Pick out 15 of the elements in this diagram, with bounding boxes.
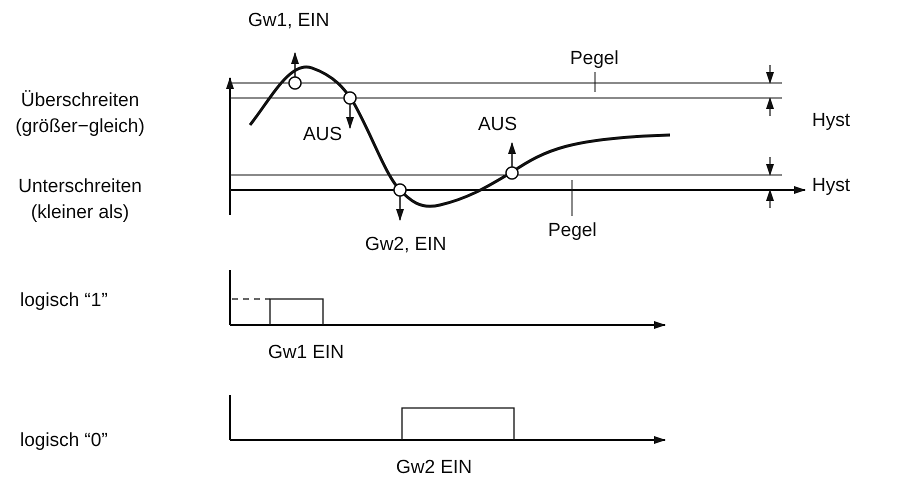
state-label: AUS [303, 123, 342, 147]
state-label: AUS [478, 113, 518, 137]
level-label: Pegel [548, 218, 597, 244]
condition-label: Überschreiten (größer−gleich) [14, 89, 146, 139]
hysteresis-label: Hyst [812, 109, 850, 133]
hysteresis-label: Hyst [812, 174, 850, 198]
leader-line [594, 72, 596, 92]
logic-level-label: logisch “1” [20, 289, 108, 313]
level-label: Pegel [570, 46, 619, 72]
output-label: Gw2 EIN [396, 456, 472, 480]
threshold-label: Gw2, EIN [365, 233, 446, 257]
threshold-label: Gw1, EIN [248, 9, 330, 33]
logic-level-label: logisch “0” [20, 429, 108, 453]
output-label: Gw1 EIN [268, 341, 344, 365]
condition-label: Unterschreiten (kleiner als) [17, 175, 143, 225]
